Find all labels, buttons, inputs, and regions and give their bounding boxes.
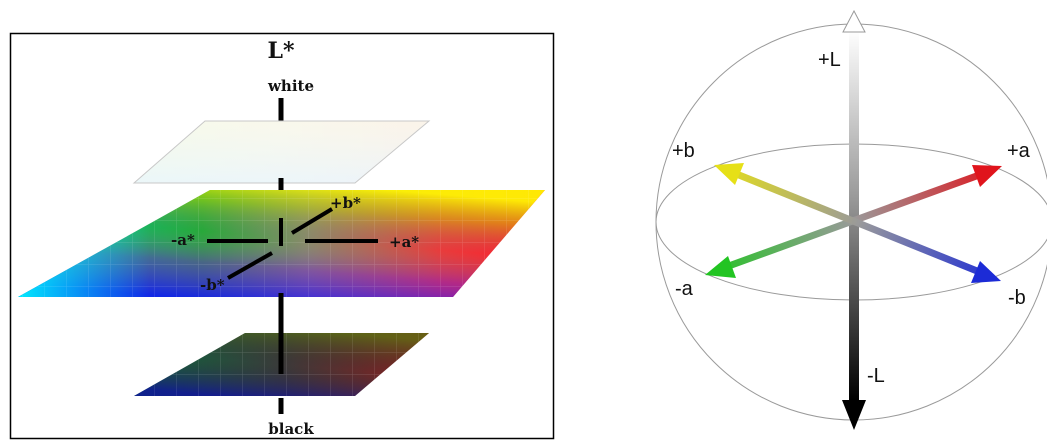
black-label: black [268, 420, 314, 438]
minus-l-label: -L [867, 365, 885, 387]
plus-l-arrowhead [842, 9, 866, 33]
minus-a-arrowhead [705, 256, 736, 278]
l-axis-arrow-shaft [849, 30, 859, 400]
minus-l-arrowhead [842, 400, 866, 430]
ab-axes [207, 207, 378, 280]
plus-a-arrowhead [972, 165, 1002, 187]
white-label: white [267, 77, 314, 95]
plus-a-label: +a [1007, 140, 1031, 162]
white-plane [132, 120, 431, 184]
minus-b-label: -b [1008, 287, 1026, 309]
lab-sphere-diagram: +L -L +b +a -a -b [655, 9, 1047, 430]
b-axis-arrow-shaft [732, 169, 984, 277]
plus-l-label: +L [818, 49, 841, 71]
lab-slices-diagram: L* white +b* -a* +a* -b* [9, 32, 555, 440]
minus-b-arrowhead [971, 261, 1001, 283]
minus-b-star-label: -b* [200, 276, 225, 294]
plus-b-arrowhead [714, 163, 744, 185]
minus-a-label: -a [675, 278, 694, 300]
l-star-title: L* [268, 38, 295, 64]
plus-b-star-label: +b* [330, 194, 361, 212]
plus-b-label: +b [672, 140, 695, 162]
minus-a-star-label: -a* [171, 231, 195, 249]
plus-a-star-label: +a* [389, 233, 419, 251]
